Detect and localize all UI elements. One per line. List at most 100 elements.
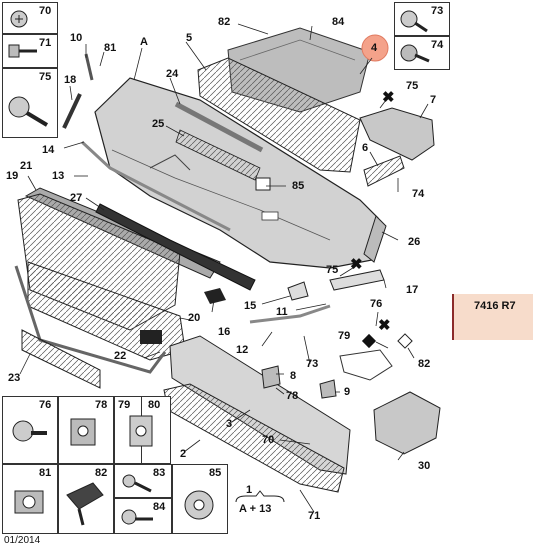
box-85: 85: [172, 464, 228, 534]
callout-20: 20: [188, 312, 201, 324]
box-78-number: 78: [95, 399, 108, 411]
legend-line-2: A + 13: [239, 503, 272, 515]
upper-absorber: [197, 57, 361, 173]
screw-large-icon: [8, 96, 49, 127]
callout-82-top: 82: [218, 16, 231, 28]
screw-icon: [10, 10, 28, 28]
bracket-8: [261, 365, 281, 389]
screw-icon: [400, 10, 428, 33]
grille-support: [175, 129, 261, 181]
cover-16: [204, 288, 226, 304]
lower-grille: [27, 261, 186, 361]
chrome-strip-22: [14, 265, 167, 374]
box-73: 73: [394, 2, 450, 36]
screw-washer-icon: [12, 420, 47, 442]
callout-A: A: [140, 36, 148, 48]
box-71: 71: [2, 34, 58, 68]
callout-71-low: 71: [308, 510, 321, 522]
x-mark: ✖: [378, 317, 391, 334]
callout-15: 15: [244, 300, 257, 312]
callout-4: 4: [371, 42, 378, 54]
x-mark: ✖: [382, 89, 395, 106]
callout-14: 14: [42, 144, 55, 156]
callout-82-mid: 82: [418, 358, 431, 370]
box-82: 82: [58, 464, 114, 534]
side-trim-26: [363, 215, 387, 263]
callout-75-mid: 75: [326, 264, 339, 276]
chrome-strip-14: [80, 140, 231, 232]
fastener-kit: [373, 391, 441, 455]
callout-19: 19: [6, 170, 19, 182]
bracket-82-mid: [339, 349, 393, 381]
box-74-number: 74: [431, 39, 444, 51]
upper-trim-strip: [174, 101, 264, 153]
box-75-number: 75: [39, 71, 52, 83]
bracket-9: [319, 379, 337, 399]
rivet-nut-icon: [14, 490, 44, 514]
box-81: 81: [2, 464, 58, 534]
callout-74-right: 74: [412, 188, 425, 200]
callout-73-mid: 73: [306, 358, 319, 370]
callout-70-low: 70: [262, 434, 275, 446]
diagram-date: 01/2014: [4, 535, 41, 546]
callout-2: 2: [180, 448, 187, 460]
box-82-number: 82: [95, 467, 108, 479]
cover-15: [287, 281, 309, 301]
star-washer-icon: [184, 490, 214, 520]
box-84: 84: [114, 498, 172, 534]
callout-78-mid: 78: [286, 390, 299, 402]
reference-badge: 7416 R7: [452, 294, 533, 340]
callout-8: 8: [290, 370, 297, 382]
box-83-number: 83: [153, 467, 166, 479]
box-79-number: 79: [118, 399, 131, 411]
side-bracket-right: [359, 107, 435, 161]
nut-icon: [70, 418, 96, 446]
callout-85: 85: [292, 180, 305, 192]
callout-3: 3: [226, 418, 233, 430]
callout-7: 7: [430, 94, 437, 106]
callout-24: 24: [166, 68, 179, 80]
box-73-number: 73: [431, 5, 444, 17]
callout-18: 18: [64, 74, 77, 86]
callout-12: 12: [236, 344, 249, 356]
box-81-number: 81: [39, 467, 52, 479]
clip-82-mid: [397, 333, 413, 349]
box-80-number: 80: [148, 399, 161, 411]
box-76-number: 76: [39, 399, 52, 411]
box-74: 74: [394, 36, 450, 70]
callout-76-mid: 76: [370, 298, 383, 310]
plug-85: [255, 177, 271, 191]
clip-nut-icon: [129, 415, 153, 447]
legend-line-1: 1: [246, 484, 253, 496]
callout-11: 11: [276, 306, 288, 318]
screw-small-icon: [121, 509, 153, 525]
callout-79-mid: 79: [338, 330, 351, 342]
box-71-number: 71: [39, 37, 52, 49]
clip-18: [62, 93, 82, 129]
callout-75-right: 75: [406, 80, 419, 92]
callout-5: 5: [186, 32, 193, 44]
callout-27: 27: [70, 192, 83, 204]
callout-30: 30: [418, 460, 431, 472]
callout-17: 17: [406, 284, 419, 296]
lower-deflector: [95, 203, 256, 291]
callout-13: 13: [52, 170, 65, 182]
box-83: 83: [114, 464, 172, 498]
box-70: 70: [2, 2, 58, 34]
pin-icon: [122, 474, 152, 493]
chrome-trim-11: [249, 304, 331, 324]
box-84-number: 84: [153, 501, 166, 513]
callout-21: 21: [20, 160, 33, 172]
callout-16: 16: [218, 326, 231, 338]
legend-brace: [235, 490, 285, 503]
callout-81: 81: [104, 42, 117, 54]
callout-26: 26: [408, 236, 421, 248]
side-bracket-lower: [363, 155, 405, 187]
box-85-number: 85: [209, 467, 222, 479]
box-75: 75: [2, 68, 58, 138]
box-70-number: 70: [39, 5, 52, 17]
box-76: 76: [2, 396, 58, 464]
bolt-icon: [8, 44, 37, 58]
callout-10: 10: [70, 32, 83, 44]
callout-22: 22: [114, 350, 127, 362]
